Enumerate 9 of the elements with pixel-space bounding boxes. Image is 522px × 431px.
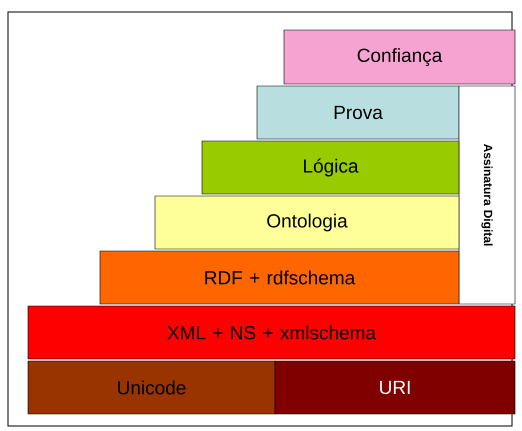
layer-box: Confiança bbox=[284, 30, 516, 84]
layer-box: URI bbox=[274, 360, 516, 414]
layer-box: Lógica bbox=[202, 140, 460, 194]
layer-label-box: Assinatura Digital bbox=[458, 86, 516, 304]
layer-box: XML + NS + xmlschema bbox=[28, 306, 516, 360]
layer-box: Prova bbox=[256, 86, 460, 140]
layer-box: Unicode bbox=[28, 360, 276, 414]
layer-box: Ontologia bbox=[154, 196, 460, 250]
layer-box: RDF + rdfschema bbox=[100, 250, 460, 304]
